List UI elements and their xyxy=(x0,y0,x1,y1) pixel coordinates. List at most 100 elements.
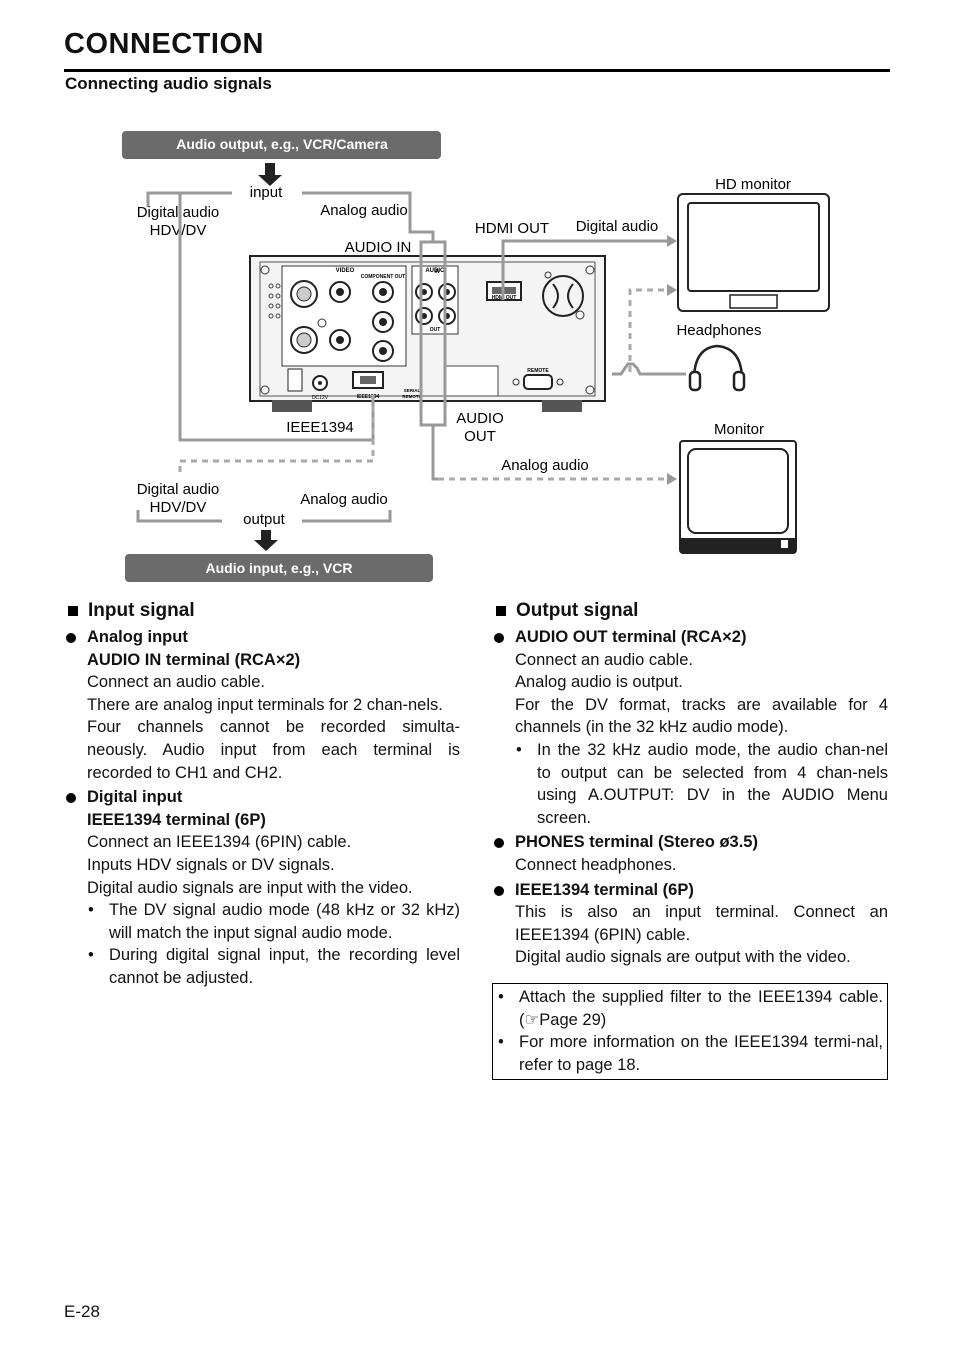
round-bullet-icon xyxy=(66,633,76,643)
output-cables xyxy=(178,288,667,481)
audio-out-bullet-text: In the 32 kHz audio mode, the audio chan… xyxy=(537,740,888,827)
monitor-label: Monitor xyxy=(714,421,764,438)
destination-device-box xyxy=(125,554,433,582)
digital-line-1: Connect an IEEE1394 (6PIN) cable. xyxy=(87,833,352,852)
phones-item: PHONES terminal (Stereo ø3.5) Connect he… xyxy=(493,831,888,876)
audio-in-label: AUDIO IN xyxy=(345,239,412,256)
digital-bullet-2: • During digital signal input, the record… xyxy=(87,944,460,989)
bullet-mark: • xyxy=(498,988,504,1006)
input-signal-heading: Input signal xyxy=(65,598,460,624)
audio-out-label-1: AUDIO xyxy=(456,410,504,427)
audio-out-item: AUDIO OUT terminal (RCA×2) Connect an au… xyxy=(493,626,888,829)
digital-bullet-1-text: The DV signal audio mode (48 kHz or 32 k… xyxy=(109,901,460,942)
round-bullet-icon xyxy=(66,793,76,804)
ieee-output-line-2: Digital audio signals are output with th… xyxy=(515,948,851,967)
analog-output-bracket xyxy=(302,510,392,523)
digital-audio-top-2: HDV/DV xyxy=(150,222,207,239)
digital-line-3: Digital audio signals are input with the… xyxy=(87,878,413,897)
panel-component-label: COMPONENT OUT xyxy=(361,274,405,280)
ieee-output-line-1: This is also an input terminal. Connect … xyxy=(515,903,888,944)
monitor-icon xyxy=(679,440,797,554)
audio-out-label-2: OUT xyxy=(464,428,496,445)
digital-line-2: Inputs HDV signals or DV signals. xyxy=(87,855,335,874)
square-bullet-icon xyxy=(496,606,506,616)
analog-cables xyxy=(178,193,686,481)
panel-serial-label: SERIAL xyxy=(404,388,421,393)
ieee-output-title: IEEE1394 terminal (6P) xyxy=(515,880,694,899)
input-label: input xyxy=(250,184,283,201)
page-number: E-28 xyxy=(64,1302,100,1321)
note-item-2: • For more information on the IEEE1394 te… xyxy=(497,1031,883,1076)
ieee-output-item: IEEE1394 terminal (6P) This is also an i… xyxy=(493,879,888,969)
analog-audio-right: Analog audio xyxy=(501,457,589,474)
output-signal-column: Output signal AUDIO OUT terminal (RCA×2)… xyxy=(493,598,888,969)
panel-remote-label: REMOTE xyxy=(402,394,421,399)
bullet-mark: • xyxy=(516,740,522,759)
phones-title: PHONES terminal (Stereo ø3.5) xyxy=(515,833,758,852)
audio-out-bullet-1: • In the 32 kHz audio mode, the audio cha… xyxy=(515,739,888,829)
analog-line-3: Four channels cannot be recorded simulta… xyxy=(87,718,460,782)
note-item-1: • Attach the supplied filter to the IEEE1… xyxy=(497,986,883,1031)
bullet-mark: • xyxy=(498,1033,504,1052)
note-2-text: For more information on the IEEE1394 ter… xyxy=(519,1033,883,1074)
section-title: Connecting audio signals xyxy=(65,74,272,93)
note-1-text: Attach the supplied filter to the IEEE13… xyxy=(519,988,883,1029)
headphones-label: Headphones xyxy=(676,322,761,339)
panel-ieee-label: IEEE1394 xyxy=(357,394,380,400)
ieee1394-label: IEEE1394 xyxy=(286,419,354,436)
hd-monitor-icon xyxy=(677,193,830,312)
digital-audio-bottom-2: HDV/DV xyxy=(150,499,207,516)
input-signal-heading-text: Input signal xyxy=(88,600,195,621)
hd-monitor-label: HD monitor xyxy=(715,176,791,193)
square-bullet-icon xyxy=(68,606,78,616)
recorder-rear-panel: VIDEO COMPONENT OUT AUDIO xyxy=(249,255,606,412)
analog-line-1: Connect an audio cable. xyxy=(87,673,265,692)
panel-audio-label: AUDIO xyxy=(425,268,445,274)
digital-audio-top-1: Digital audio xyxy=(137,204,220,221)
output-signal-heading-text: Output signal xyxy=(516,600,639,621)
digital-output-bracket xyxy=(136,510,222,523)
connection-diagram: Audio output, e.g., VCR/Camera input Dig… xyxy=(122,131,830,582)
panel-in-label: IN xyxy=(435,269,440,275)
input-signal-column: Input signal Analog input AUDIO IN termi… xyxy=(65,598,460,990)
output-arrow-icon xyxy=(254,530,278,551)
hdmi-out-label: HDMI OUT xyxy=(475,220,549,237)
digital-audio-right: Digital audio xyxy=(576,218,659,235)
audio-out-line-3: For the DV format, tracks are available … xyxy=(515,695,888,737)
digital-input-bracket xyxy=(146,191,232,207)
source-device-label: Audio output, e.g., VCR/Camera xyxy=(176,136,388,152)
page-title: CONNECTION xyxy=(64,28,264,60)
panel-dc-label: DC12V xyxy=(312,395,329,401)
input-arrow-icon xyxy=(258,163,282,186)
analog-audio-top: Analog audio xyxy=(320,202,408,219)
title-divider xyxy=(64,69,890,72)
round-bullet-icon xyxy=(494,838,504,849)
digital-bullet-2-text: During digital signal input, the recordi… xyxy=(109,946,460,987)
bullet-mark: • xyxy=(88,946,94,965)
arrowheads xyxy=(667,235,677,485)
analog-input-title: Analog input xyxy=(87,628,188,646)
audio-out-line-1: Connect an audio cable. xyxy=(515,650,693,669)
output-signal-heading: Output signal xyxy=(493,598,888,624)
analog-input-bracket xyxy=(302,191,412,205)
panel-remote-port-label: REMOTE xyxy=(527,368,549,374)
analog-input-item: Analog input AUDIO IN terminal (RCA×2) C… xyxy=(65,626,460,784)
analog-line-2: There are analog input terminals for 2 c… xyxy=(87,695,443,714)
round-bullet-icon xyxy=(494,633,504,643)
phones-line-1: Connect headphones. xyxy=(515,855,677,874)
audio-in-terminal-title: AUDIO IN terminal (RCA×2) xyxy=(87,650,301,669)
digital-bullet-1: • The DV signal audio mode (48 kHz or 32 … xyxy=(87,899,460,944)
bullet-mark: • xyxy=(88,901,94,920)
digital-input-title: Digital input xyxy=(87,788,183,807)
source-device-box xyxy=(122,131,441,159)
round-bullet-icon xyxy=(494,885,504,896)
panel-out-label: OUT xyxy=(430,327,441,333)
audio-out-title: AUDIO OUT terminal (RCA×2) xyxy=(515,628,747,646)
audio-out-line-2: Analog audio is output. xyxy=(515,673,683,692)
digital-audio-bottom-1: Digital audio xyxy=(137,481,220,498)
destination-device-label: Audio input, e.g., VCR xyxy=(206,560,353,576)
ieee-terminal-title: IEEE1394 terminal (6P) xyxy=(87,810,266,829)
analog-audio-bottom: Analog audio xyxy=(300,491,388,508)
output-label: output xyxy=(243,511,286,528)
digital-input-item: Digital input IEEE1394 terminal (6P) Con… xyxy=(65,786,460,989)
